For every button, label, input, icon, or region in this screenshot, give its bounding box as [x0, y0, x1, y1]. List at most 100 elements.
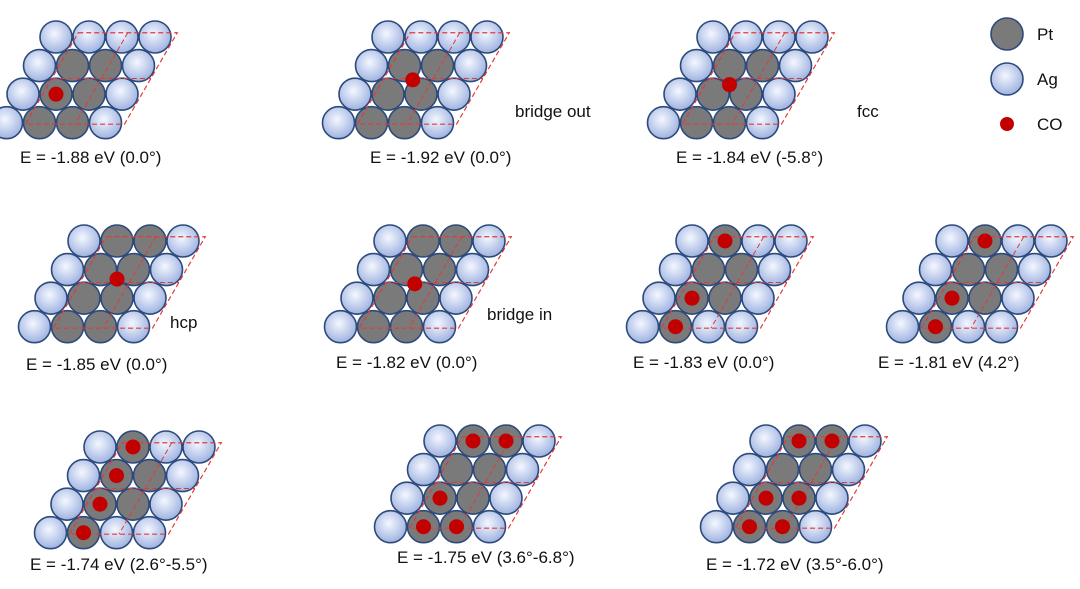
ag-atom: [646, 105, 681, 140]
slab-panel-9: E = -1.75 eV (3.6°-6.8°): [373, 424, 575, 567]
ag-atom: [340, 281, 374, 315]
co-molecule: [109, 271, 125, 287]
pt-atom: [22, 105, 57, 140]
ag-atom: [762, 77, 796, 111]
pt-atom: [387, 105, 422, 140]
site-label: fcc: [857, 102, 879, 121]
ag-atom: [0, 105, 24, 140]
ag-atom: [33, 515, 68, 550]
supercell-outline: [52, 236, 207, 329]
energy-label: E = -1.88 eV (0.0°): [20, 148, 161, 167]
ag-atom: [749, 424, 783, 458]
co-molecule: [668, 319, 683, 335]
pt-atom: [356, 309, 391, 344]
ag-atom: [390, 481, 424, 515]
pt-atom: [72, 77, 106, 111]
legend-item-co: CO: [1000, 115, 1063, 134]
energy-label: E = -1.75 eV (3.6°-6.8°): [397, 548, 575, 567]
co-molecule: [125, 439, 141, 455]
ag-atom: [745, 105, 780, 140]
site-label: bridge in: [487, 305, 552, 324]
legend-ag-swatch: [990, 62, 1024, 96]
legend-co-swatch: [1000, 117, 1014, 131]
co-molecule: [928, 319, 943, 335]
site-label: bridge out: [515, 102, 591, 121]
ag-atom: [373, 224, 407, 258]
co-molecule: [717, 233, 733, 249]
ag-atom: [323, 309, 358, 344]
ag-atom: [741, 224, 775, 258]
ag-atom: [918, 252, 953, 287]
site-label: hcp: [170, 313, 197, 332]
ag-atom: [439, 281, 473, 315]
pt-atom: [691, 252, 726, 287]
co-molecule: [791, 433, 807, 449]
ag-atom: [105, 20, 139, 54]
co-molecule: [432, 490, 448, 506]
ag-atom: [149, 430, 183, 464]
supercell-outline: [356, 32, 511, 125]
ag-atom: [902, 281, 936, 315]
pt-atom: [371, 77, 405, 111]
co-molecule: [742, 519, 757, 535]
ag-atom: [951, 309, 986, 344]
pt-atom: [88, 48, 123, 83]
slab-panel-6: E = -1.83 eV (0.0°): [625, 224, 815, 372]
pt-atom: [984, 252, 1019, 287]
co-molecule: [407, 276, 423, 292]
co-molecule: [449, 519, 464, 535]
pt-atom: [456, 481, 490, 515]
energy-label: E = -1.74 eV (2.6°-5.5°): [30, 555, 208, 574]
ag-atom: [935, 224, 969, 258]
ag-atom: [422, 309, 457, 344]
ag-atom: [149, 252, 184, 287]
ag-atom: [848, 424, 882, 458]
co-molecule: [721, 77, 737, 93]
ag-atom: [522, 424, 556, 458]
ag-atom: [757, 252, 792, 287]
ag-atom: [149, 487, 183, 521]
supercell-outline: [358, 236, 513, 329]
supercell-outline: [408, 436, 563, 529]
legend-item-pt: Pt: [990, 17, 1053, 51]
ag-atom: [423, 424, 457, 458]
ag-atom: [732, 452, 767, 487]
slab-panels: E = -1.88 eV (0.0°)E = -1.92 eV (0.0°)br…: [0, 20, 1075, 574]
ag-atom: [39, 20, 73, 54]
ag-atom: [66, 458, 101, 493]
ag-atom: [625, 309, 660, 344]
ag-atom: [1034, 224, 1068, 258]
slab-panel-10: E = -1.72 eV (3.5°-6.0°): [699, 424, 889, 574]
pt-atom: [133, 224, 167, 258]
ag-atom: [133, 281, 167, 315]
energy-label: E = -1.85 eV (0.0°): [26, 355, 167, 374]
ag-atom: [696, 20, 730, 54]
ag-atom: [642, 281, 676, 315]
ag-atom: [116, 309, 151, 344]
ag-atom: [489, 481, 523, 515]
ag-atom: [420, 105, 455, 140]
legend-co-label: CO: [1037, 115, 1063, 134]
ag-atom: [679, 48, 714, 83]
ag-atom: [356, 252, 391, 287]
ag-atom: [470, 20, 504, 54]
co-molecule: [405, 72, 421, 88]
ag-atom: [716, 481, 750, 515]
ag-atom: [182, 430, 216, 464]
pt-atom: [373, 281, 407, 315]
ag-atom: [50, 487, 84, 521]
energy-label: E = -1.83 eV (0.0°): [633, 353, 774, 372]
ag-atom: [321, 105, 356, 140]
ag-atom: [774, 224, 808, 258]
ag-atom: [132, 515, 167, 550]
energy-label: E = -1.72 eV (3.5°-6.0°): [706, 555, 884, 574]
pt-atom: [389, 309, 424, 344]
ag-atom: [1001, 224, 1035, 258]
co-molecule: [76, 525, 91, 541]
ag-atom: [404, 20, 438, 54]
pt-atom: [439, 452, 474, 487]
ag-atom: [691, 309, 726, 344]
pt-atom: [724, 252, 759, 287]
pt-atom: [83, 309, 118, 344]
slab-panel-8: E = -1.74 eV (2.6°-5.5°): [30, 430, 223, 574]
